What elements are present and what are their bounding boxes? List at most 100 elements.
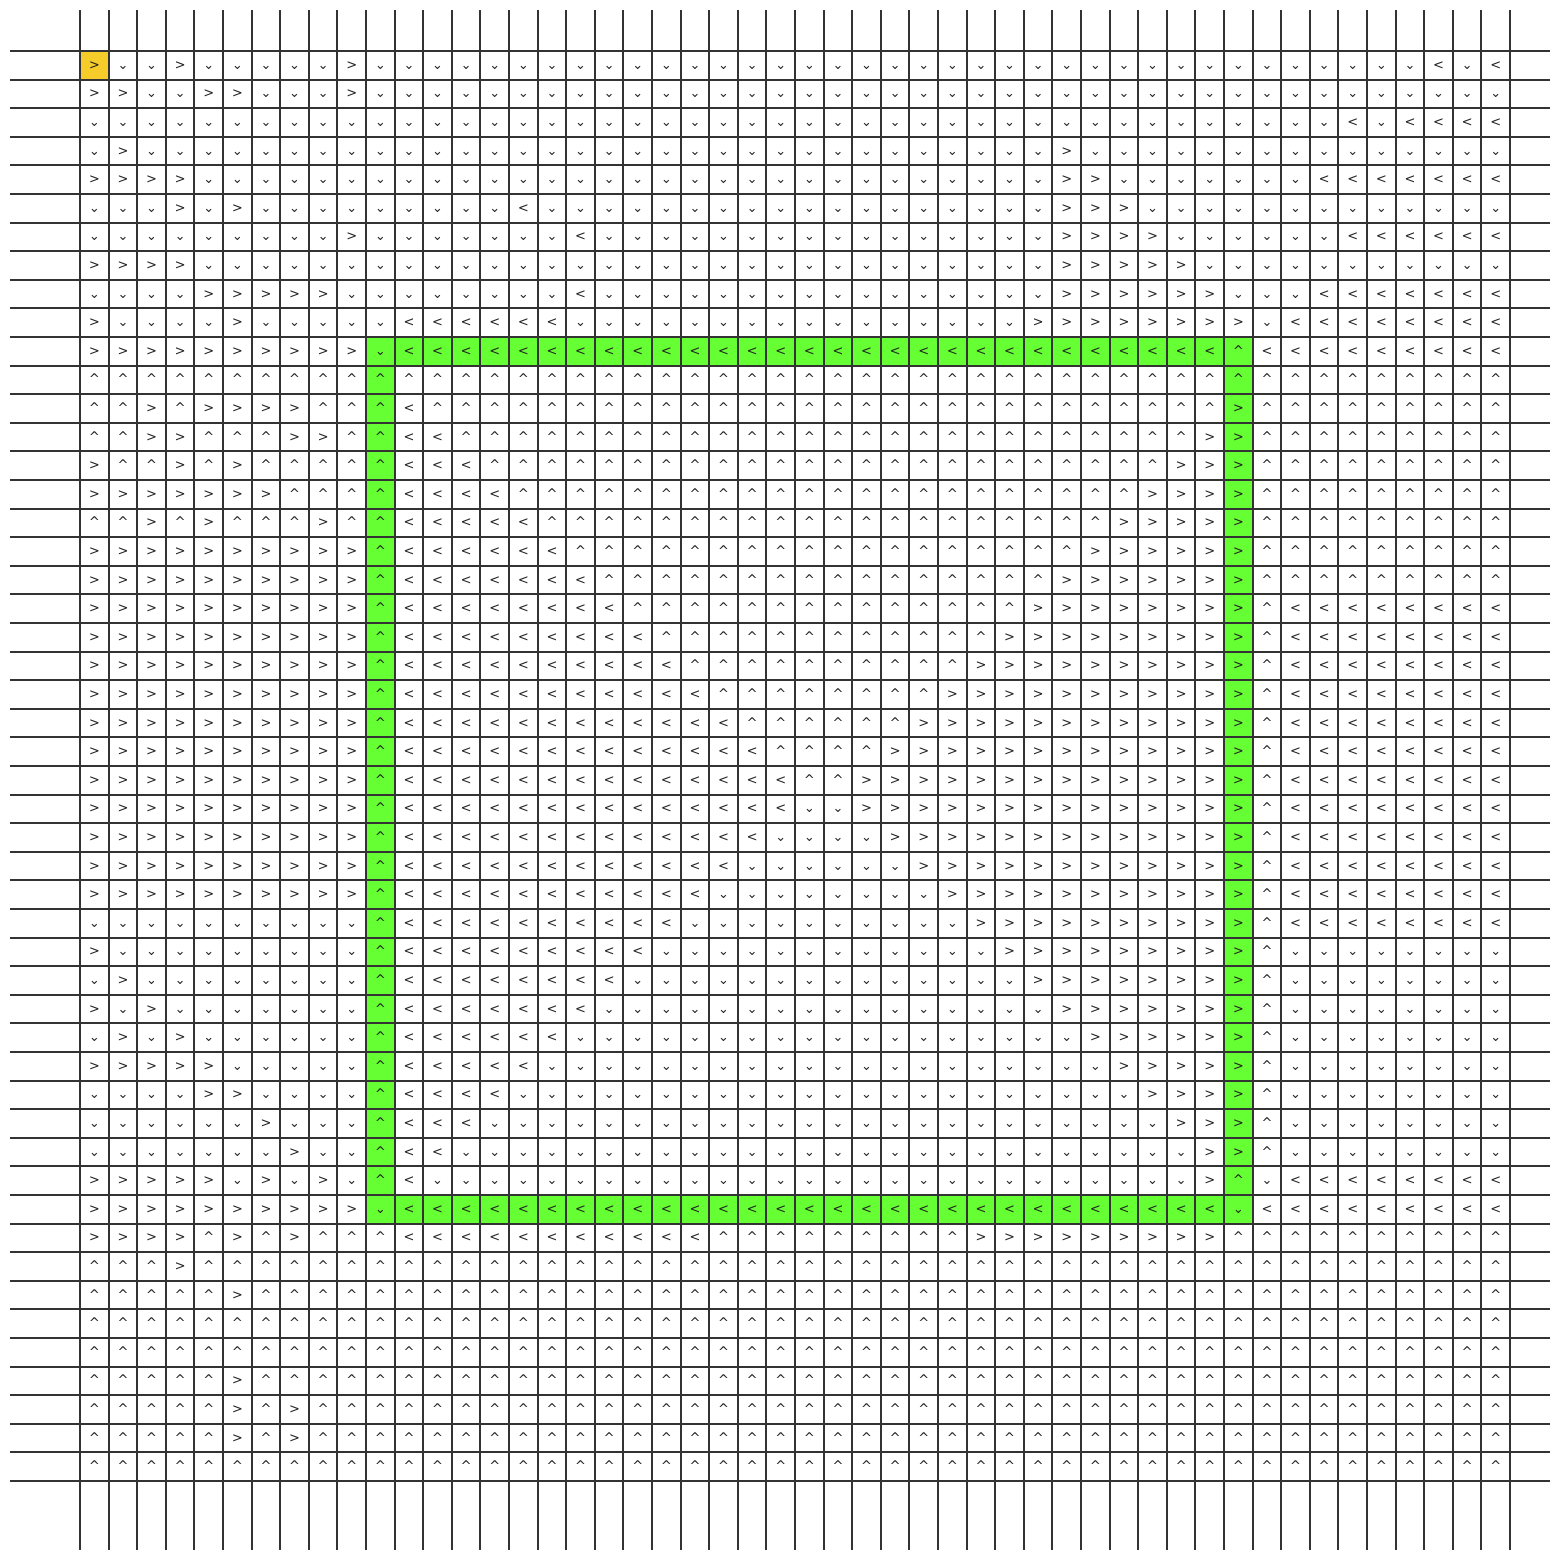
- grid-cell: ^: [918, 629, 930, 645]
- grid-line-horizontal: [10, 1422, 1550, 1425]
- grid-cell: ^: [1404, 1287, 1416, 1303]
- grid-cell: ^: [1175, 1430, 1187, 1446]
- grid-cell: >: [1147, 715, 1158, 731]
- grid-cell: ⌄: [1490, 86, 1502, 102]
- grid-line-vertical: [164, 10, 167, 1550]
- grid-cell: ^: [117, 1401, 129, 1417]
- grid-cell: >: [117, 858, 129, 874]
- grid-cell: <: [546, 715, 558, 731]
- grid-cell: <: [1375, 1201, 1387, 1217]
- grid-line-vertical: [965, 10, 968, 1550]
- grid-cell: >: [346, 229, 358, 245]
- grid-cell: ^: [403, 372, 415, 388]
- grid-cell: <: [575, 744, 586, 760]
- grid-line-vertical: [565, 10, 568, 1550]
- grid-cell: <: [1433, 744, 1444, 760]
- grid-cell: ⌄: [1232, 257, 1244, 273]
- grid-cell: >: [289, 1401, 300, 1417]
- grid-cell: >: [117, 829, 129, 845]
- grid-cell: >: [1204, 629, 1216, 645]
- grid-cell: ^: [803, 1344, 815, 1360]
- grid-cell: >: [1061, 858, 1073, 874]
- grid-cell: ^: [289, 1373, 300, 1389]
- grid-cell: ^: [432, 1258, 443, 1274]
- grid-cell: ^: [803, 686, 815, 702]
- grid-cell: <: [403, 315, 415, 331]
- grid-cell: >: [231, 601, 243, 617]
- grid-cell: ⌄: [374, 57, 386, 73]
- grid-cell: ⌄: [889, 172, 901, 188]
- grid-cell: ^: [432, 1287, 443, 1303]
- grid-cell: ^: [1404, 1430, 1416, 1446]
- grid-cell: ^: [746, 543, 758, 559]
- grid-cell: ^: [689, 543, 701, 559]
- grid-cell: ^: [889, 515, 901, 531]
- grid-cell: >: [117, 543, 129, 559]
- grid-cell: <: [1375, 315, 1387, 331]
- grid-cell: <: [489, 543, 501, 559]
- grid-cell: >: [146, 1001, 157, 1017]
- grid-cell: <: [403, 429, 415, 445]
- grid-cell: ^: [946, 1230, 958, 1246]
- grid-cell: ^: [1404, 458, 1416, 474]
- grid-cell: ^: [517, 1430, 529, 1446]
- grid-cell: ⌄: [575, 1115, 586, 1131]
- grid-cell: <: [689, 715, 701, 731]
- path-cell: ^: [366, 1166, 395, 1195]
- grid-cell: ^: [203, 458, 215, 474]
- grid-cell: ⌄: [603, 86, 615, 102]
- grid-cell: <: [1347, 1173, 1359, 1189]
- grid-cell: ⌄: [832, 143, 844, 159]
- grid-cell: ⌄: [517, 143, 529, 159]
- grid-cell: <: [489, 772, 501, 788]
- grid-cell: <: [1433, 343, 1444, 359]
- grid-cell: >: [88, 1001, 100, 1017]
- grid-cell: ⌄: [231, 143, 243, 159]
- grid-cell: <: [1318, 858, 1330, 874]
- grid-cell: ^: [832, 429, 844, 445]
- grid-cell: ^: [260, 1401, 272, 1417]
- grid-cell: >: [1147, 229, 1158, 245]
- grid-cell: <: [517, 572, 529, 588]
- grid-cell: ⌄: [803, 944, 815, 960]
- grid-cell: ^: [1490, 1373, 1502, 1389]
- grid-cell: ^: [1175, 1258, 1187, 1274]
- grid-cell: ⌄: [489, 143, 501, 159]
- grid-cell: >: [1089, 229, 1101, 245]
- grid-cell: ⌄: [832, 1115, 844, 1131]
- path-cell: <: [966, 1195, 996, 1224]
- grid-cell: <: [460, 572, 472, 588]
- grid-cell: ⌄: [317, 972, 329, 988]
- grid-cell: ^: [889, 1344, 901, 1360]
- grid-cell: ⌄: [1347, 86, 1359, 102]
- grid-cell: <: [432, 915, 443, 931]
- grid-cell: ⌄: [146, 944, 157, 960]
- path-cell: ^: [1224, 337, 1253, 366]
- grid-cell: >: [203, 343, 215, 359]
- grid-cell: ^: [1004, 429, 1015, 445]
- grid-cell: ⌄: [746, 315, 758, 331]
- grid-cell: ⌄: [1232, 286, 1244, 302]
- grid-cell: <: [489, 1058, 501, 1074]
- grid-cell: >: [918, 858, 930, 874]
- grid-cell: >: [231, 772, 243, 788]
- grid-cell: <: [1318, 1173, 1330, 1189]
- grid-cell: >: [1204, 315, 1216, 331]
- grid-cell: ⌄: [1290, 1115, 1301, 1131]
- grid-cell: ⌄: [1490, 972, 1502, 988]
- grid-cell: ⌄: [117, 915, 129, 931]
- grid-cell: ^: [1433, 429, 1444, 445]
- grid-cell: <: [1347, 686, 1359, 702]
- path-cell: <: [680, 337, 710, 366]
- grid-cell: ^: [689, 1430, 701, 1446]
- grid-cell: ⌄: [1032, 86, 1044, 102]
- grid-cell: <: [1433, 629, 1444, 645]
- grid-cell: >: [146, 257, 157, 273]
- grid-cell: ^: [889, 1459, 901, 1475]
- grid-cell: <: [1347, 658, 1359, 674]
- grid-cell: ⌄: [546, 1173, 558, 1189]
- grid-cell: ⌄: [289, 229, 300, 245]
- grid-cell: <: [403, 887, 415, 903]
- grid-cell: ^: [1118, 486, 1130, 502]
- grid-cell: >: [1204, 715, 1216, 731]
